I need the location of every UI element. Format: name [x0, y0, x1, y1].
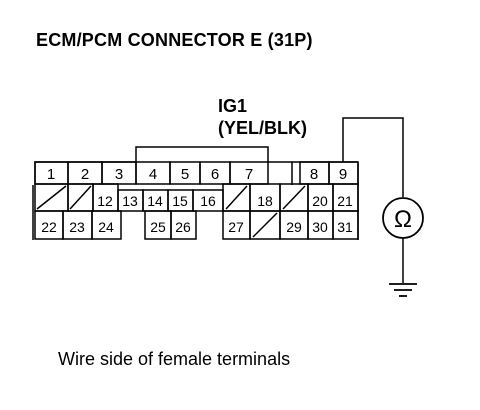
- terminal-label: 23: [69, 219, 85, 235]
- terminal-label: 30: [312, 219, 328, 235]
- ig1-terminal-label: IG1: [218, 96, 247, 116]
- terminal-label: 1: [47, 166, 55, 183]
- terminal-label: 5: [181, 166, 189, 183]
- row3-labels: 22 23 24 25 26 27 29 30 31: [41, 219, 353, 235]
- terminal-label: 31: [337, 219, 353, 235]
- terminal-label: 20: [312, 193, 328, 209]
- row2-cells: [34, 183, 359, 212]
- ig1-wire-color-label: (YEL/BLK): [218, 118, 307, 138]
- terminal-label: 18: [257, 193, 273, 209]
- terminal-label: 21: [337, 193, 353, 209]
- terminal-label: 26: [175, 219, 191, 235]
- terminal-label: 6: [211, 166, 219, 183]
- diagram-caption: Wire side of female terminals: [58, 349, 291, 369]
- ohm-symbol: Ω: [394, 206, 412, 233]
- test-lead-wire: [342, 117, 404, 197]
- terminal-label: 9: [339, 166, 347, 183]
- row3-cells: [34, 210, 359, 240]
- terminal-label: 12: [97, 193, 113, 209]
- terminal-label: 3: [115, 166, 123, 183]
- terminal-label: 4: [149, 166, 157, 183]
- terminal-label: 25: [150, 219, 166, 235]
- terminal-label: 14: [147, 193, 163, 209]
- terminal-label: 29: [286, 219, 302, 235]
- row1-labels: 1 2 3 4 5 6 7 8 9: [47, 166, 347, 183]
- terminal-label: 8: [310, 166, 318, 183]
- terminal-label: 7: [245, 166, 253, 183]
- empty-terminal-slashes: [36, 185, 306, 238]
- terminal-label: 27: [228, 219, 244, 235]
- terminal-label: 2: [81, 166, 89, 183]
- ground-icon: [389, 283, 417, 297]
- row2-labels: 12 13 14 15 16 18 20 21: [97, 193, 353, 209]
- diagram-title: ECM/PCM CONNECTOR E (31P): [36, 30, 313, 50]
- terminal-label: 22: [41, 219, 57, 235]
- terminal-label: 13: [122, 193, 138, 209]
- terminal-label: 15: [172, 193, 188, 209]
- terminal-label: 24: [98, 219, 114, 235]
- terminal-label: 16: [200, 193, 216, 209]
